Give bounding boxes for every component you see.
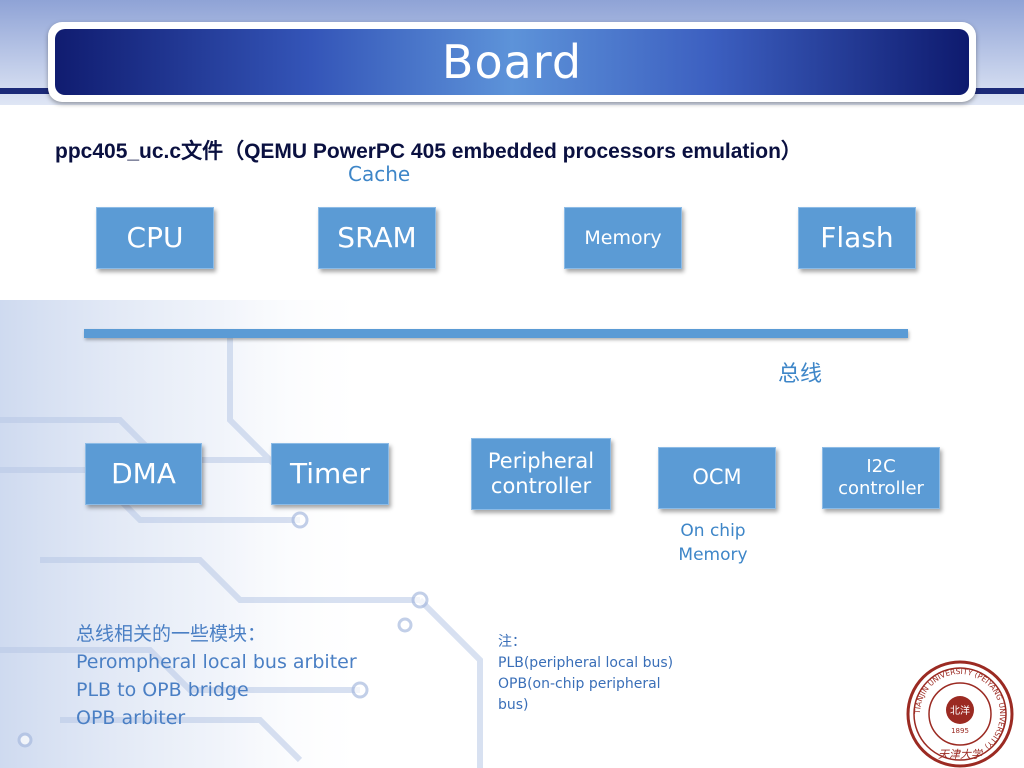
cache-label: Cache (348, 162, 411, 186)
cpu-box: CPU (96, 207, 214, 269)
bus-module-item: OPB arbiter (76, 707, 186, 729)
ocm-box: OCM (658, 447, 776, 509)
bus-label: 总线 (778, 362, 823, 387)
peripheral-controller-label-line2: controller (490, 474, 592, 498)
i2c-controller-label-line2: controller (838, 478, 924, 499)
timer-box: Timer (271, 443, 389, 505)
bus-module-item: Perompheral local bus arbiter (76, 651, 357, 673)
note-line: PLB(peripheral local bus) (498, 655, 674, 671)
university-seal-logo: TIANJIN UNIVERSITY (PEIYANG UNIVERSITY) … (906, 660, 1014, 768)
flash-box: Flash (798, 207, 916, 269)
bus-modules-heading: 总线相关的一些模块： (76, 623, 267, 645)
memory-label: Memory (584, 226, 662, 249)
sram-box: SRAM (318, 207, 436, 269)
ocm-note: On chip Memory (664, 519, 762, 567)
i2c-controller-box: I2C controller (822, 447, 940, 509)
flash-label: Flash (820, 221, 894, 255)
cpu-label: CPU (126, 221, 184, 255)
title-rule-left (0, 88, 50, 94)
timer-label: Timer (289, 457, 371, 491)
bus-line (84, 329, 908, 338)
seal-center-text: 北洋 (950, 704, 970, 717)
title-rule-right (974, 88, 1024, 94)
memory-box: Memory (564, 207, 682, 269)
slide-title: Board (441, 35, 583, 89)
i2c-controller-label-line1: I2C (866, 456, 896, 478)
bus-module-item: PLB to OPB bridge (76, 679, 249, 701)
peripheral-controller-label-line1: Peripheral (487, 448, 595, 473)
title-bar: Board (48, 22, 976, 102)
sram-label: SRAM (337, 221, 417, 255)
seal-year: 1895 (951, 727, 969, 735)
ocm-label: OCM (692, 465, 742, 490)
ocm-note-line2: Memory (678, 545, 748, 565)
peripheral-controller-box: Peripheral controller (471, 438, 611, 510)
seal-bottom-text: 天津大学 (938, 748, 984, 761)
dma-box: DMA (85, 443, 202, 505)
abbreviation-note: 注： PLB(peripheral local bus) OPB(on-chip… (498, 632, 718, 716)
note-line: OPB(on-chip peripheral (498, 676, 661, 692)
title-bar-fill: Board (55, 29, 969, 95)
bus-modules-list: 总线相关的一些模块： Perompheral local bus arbiter… (76, 620, 357, 732)
note-line: bus) (498, 697, 529, 713)
note-heading: 注： (498, 634, 526, 650)
slide-subtitle: ppc405_uc.c文件（QEMU PowerPC 405 embedded … (55, 140, 802, 163)
ocm-note-line1: On chip (680, 521, 746, 541)
dma-label: DMA (111, 457, 176, 491)
